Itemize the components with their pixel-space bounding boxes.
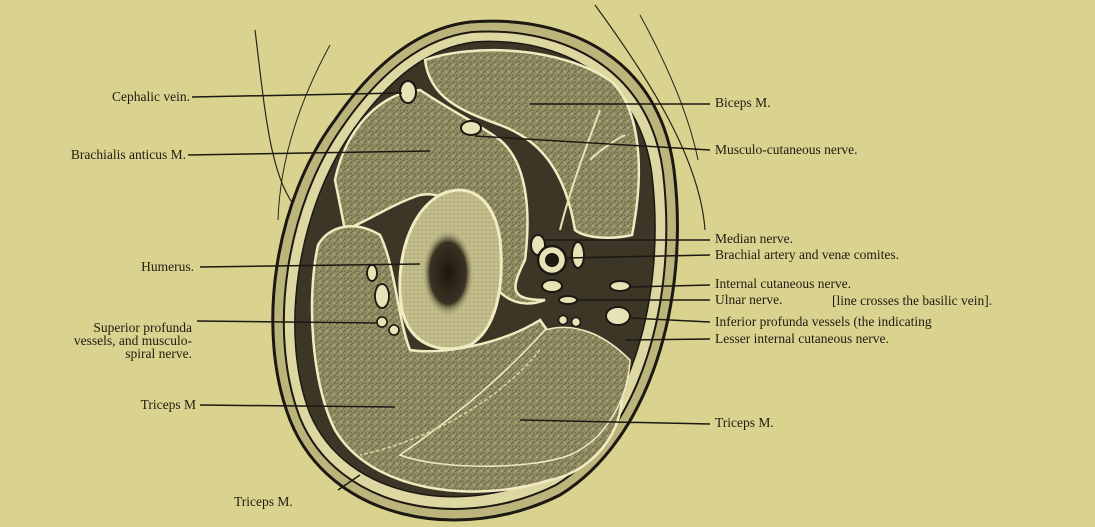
label-humerus: Humerus. xyxy=(88,260,194,274)
label-triceps-bottom: Triceps M. xyxy=(234,495,293,509)
internal-cutaneous-nerve-mark xyxy=(610,281,630,291)
label-biceps: Biceps M. xyxy=(715,96,771,110)
label-musculo-cutaneous: Musculo-cutaneous nerve. xyxy=(715,143,857,157)
label-inferior-profunda: Inferior profunda vessels (the indicatin… xyxy=(715,315,932,329)
basilic-vein xyxy=(606,307,630,325)
outer-arc-left xyxy=(255,30,298,210)
label-median-nerve: Median nerve. xyxy=(715,232,793,246)
label-brachialis-anticus: Brachialis anticus M. xyxy=(4,148,186,162)
label-lesser-internal-cutaneous: Lesser internal cutaneous nerve. xyxy=(715,332,889,346)
superior-profunda-1 xyxy=(367,265,377,281)
inferior-profunda-2 xyxy=(572,318,581,327)
superior-profunda-4 xyxy=(389,325,399,335)
vessel-1 xyxy=(542,280,562,292)
superior-profunda-2 xyxy=(375,284,389,308)
humerus-marrow xyxy=(422,229,474,317)
label-cephalic-vein: Cephalic vein. xyxy=(54,90,190,104)
label-basilic-note: [line crosses the basilic vein]. xyxy=(832,294,992,308)
label-triceps-left: Triceps M xyxy=(100,398,196,412)
label-triceps-right: Triceps M. xyxy=(715,416,774,430)
cephalic-vein xyxy=(400,81,416,103)
label-brachial-artery: Brachial artery and venæ comites. xyxy=(715,248,899,262)
musculo-cutaneous-nerve-mark xyxy=(461,121,481,135)
superior-profunda-3 xyxy=(377,317,387,327)
label-internal-cutaneous: Internal cutaneous nerve. xyxy=(715,277,851,291)
label-ulnar-nerve: Ulnar nerve. xyxy=(715,293,782,307)
label-superior-profunda: Superior profunda vessels, and musculo- … xyxy=(2,321,192,360)
ulnar-nerve-mark xyxy=(559,296,577,304)
inferior-profunda-1 xyxy=(559,316,568,325)
venae-comites xyxy=(572,242,584,268)
